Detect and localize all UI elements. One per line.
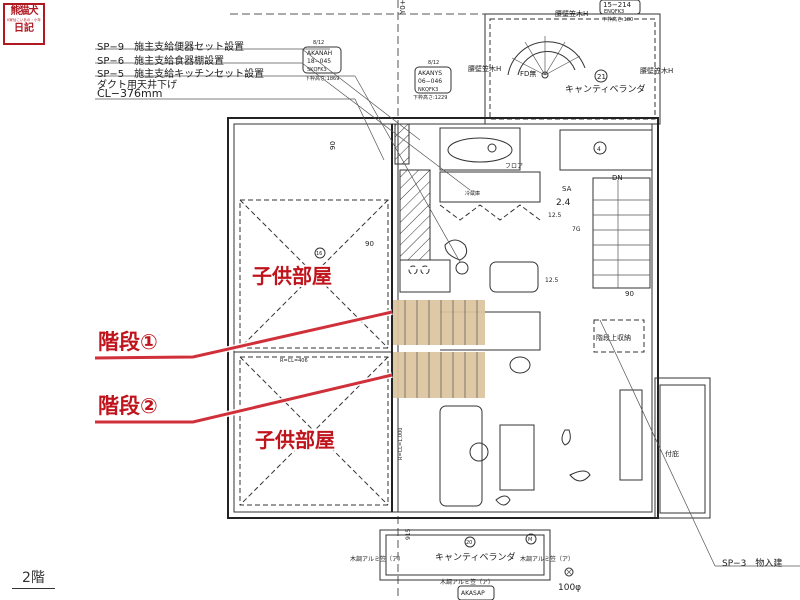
exterior-walls: [227, 117, 659, 519]
svg-text:AKANAH: AKANAH: [307, 50, 332, 57]
svg-text:20: 20: [466, 540, 472, 546]
fd-label: FD無: [520, 69, 536, 78]
window-tag-4: AKASAP: [461, 590, 485, 597]
vent-size: 100φ: [558, 583, 581, 593]
svg-text:12.5: 12.5: [548, 212, 562, 219]
svg-text:フロア: フロア: [505, 163, 523, 170]
window-tag-3: 15−214 ENQFK3 下枠高さ:180: [599, 0, 641, 23]
grid-line-label: Y0+3: [399, 0, 407, 15]
stairs-2: [393, 352, 485, 398]
svg-text:付庇: 付庇: [665, 449, 679, 458]
svg-text:下枠高さ:1229: 下枠高さ:1229: [413, 94, 447, 101]
fridge-label: 冷蔵庫: [465, 190, 480, 197]
logo-diary: 日記: [14, 23, 34, 34]
svg-text:SA: SA: [562, 185, 572, 193]
svg-text:木調アルミ笠（ア）: 木調アルミ笠（ア）: [350, 555, 404, 563]
toilet-room: フロア: [439, 127, 523, 171]
svg-text:12.5: 12.5: [545, 277, 559, 284]
svg-text:15−214: 15−214: [603, 1, 632, 9]
svg-text:木調アルミ笠（ア）: 木調アルミ笠（ア）: [520, 555, 574, 563]
top-balcony: 21 キャンティベランダ FD無 腰壁笠木H 腰壁笠木H 腰壁笠木H: [468, 9, 673, 125]
note-sp3: SP−3 物入建: [722, 559, 783, 569]
note-duct: ダクト用天井下げ: [97, 80, 177, 91]
hatched-shaft-2: [399, 169, 431, 261]
svg-text:16: 16: [316, 251, 322, 257]
child-room-upper-label: 子供部屋: [252, 264, 332, 288]
svg-text:915: 915: [405, 528, 412, 540]
svg-text:7G: 7G: [572, 226, 581, 233]
logo-title: 熊猫犬: [10, 6, 39, 17]
site-logo: 熊猫犬 K家仙こいあの・小年 日記: [3, 3, 45, 45]
window-tag-2: 8/12 AKANYS 06−046 NKQFK3 下枠高さ:1229: [413, 60, 452, 101]
stairs-1: [393, 300, 485, 345]
svg-text:木調アルミ笠（ア）: 木調アルミ笠（ア）: [440, 578, 494, 586]
svg-text:90: 90: [329, 141, 337, 150]
kitchen-area: 冷蔵庫: [399, 171, 541, 293]
svg-text:SKQFK3: SKQFK3: [307, 67, 327, 73]
svg-text:AKANYS: AKANYS: [418, 70, 442, 77]
living-furniture: [439, 311, 591, 507]
svg-text:下枠高さ:180: 下枠高さ:180: [602, 16, 633, 23]
svg-text:8/12: 8/12: [428, 60, 439, 66]
stairs-2-label: 階段②: [98, 394, 158, 418]
wall-cap-label-1: 腰壁笠木H: [555, 9, 588, 18]
svg-text:18−045: 18−045: [307, 58, 331, 65]
wall-cap-label-3: 腰壁笠木H: [640, 66, 673, 75]
note-ceiling-level: CL−376mm: [97, 87, 163, 100]
stair-storage-label: 階段上収納: [596, 333, 631, 342]
note-leaders: [95, 48, 800, 567]
note-sp9: SP−9 施主支給便器セット設置: [97, 42, 245, 53]
note-sp5: SP−5 施主支給キッチンセット設置: [97, 69, 265, 80]
logo-subtitle: K家仙こいあの・小年: [7, 18, 41, 22]
floor-label: 2階: [12, 567, 55, 589]
child-room-upper: 16 90 90: [239, 141, 389, 349]
stairs-1-leader: [94, 309, 393, 361]
ceiling-height-label: R=CL=406: [280, 358, 308, 364]
svg-text:4: 4: [597, 146, 601, 153]
bottom-veranda: 20 M キャンティベランダ 木調アルミ笠（ア） 木調アルミ笠（ア） 木調アルミ…: [350, 528, 581, 600]
room-number-21: 21: [597, 73, 606, 81]
svg-text:M: M: [528, 537, 532, 543]
child-room-lower-label: 子供部屋: [255, 428, 335, 452]
veranda-label-bottom: キャンティベランダ: [435, 551, 515, 563]
right-stair: 4 DN SA 2.4 12.5 7G 12.5 90 階段上収納: [545, 129, 653, 353]
down-label: DN: [612, 174, 623, 182]
svg-text:90: 90: [625, 290, 634, 298]
svg-text:R=CL=1,000: R=CL=1,000: [398, 428, 404, 460]
svg-text:06−046: 06−046: [418, 78, 442, 85]
stairs-1-label: 階段①: [98, 330, 158, 354]
svg-text:ENQFK3: ENQFK3: [604, 9, 624, 15]
note-sp6: SP−6 施主支給食器棚設置: [97, 56, 225, 67]
svg-text:8/12: 8/12: [313, 40, 324, 46]
veranda-label-top: キャンティベランダ: [565, 83, 645, 95]
svg-text:2.4: 2.4: [556, 198, 571, 208]
attached-eave: 付庇: [619, 377, 711, 519]
wall-cap-label-2: 腰壁笠木H: [468, 64, 501, 73]
svg-text:90: 90: [365, 240, 374, 248]
stairs-2-leader: [95, 372, 393, 425]
svg-text:NKQFK3: NKQFK3: [418, 87, 438, 93]
